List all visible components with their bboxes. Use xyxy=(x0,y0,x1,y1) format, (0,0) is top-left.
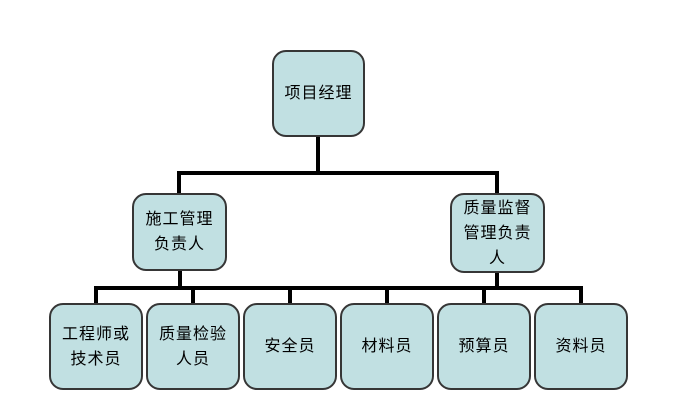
connector-level3-bus xyxy=(94,286,583,290)
connector-left-manager-stem xyxy=(178,268,182,290)
node-engineer-or-technician: 工程师或 技术员 xyxy=(49,303,143,390)
node-quality-supervision-leader: 质量监督 管理负责 人 xyxy=(450,193,545,273)
connector-drop-right-manager xyxy=(495,171,499,195)
connector-drop-left-manager xyxy=(177,171,181,195)
connector-drop-document-officer xyxy=(579,288,583,305)
connector-right-manager-stem xyxy=(495,270,499,290)
node-quality-inspection-staff: 质量检验 人员 xyxy=(146,303,240,390)
connector-drop-budget-officer xyxy=(482,288,486,305)
connector-drop-safety-officer xyxy=(288,288,292,305)
connector-drop-material-officer xyxy=(385,288,389,305)
connector-drop-quality-inspector xyxy=(191,288,195,305)
node-safety-officer: 安全员 xyxy=(243,303,337,390)
node-document-officer: 资料员 xyxy=(534,303,628,390)
node-material-officer: 材料员 xyxy=(340,303,434,390)
node-project-manager: 项目经理 xyxy=(272,50,365,137)
connector-level2-bus xyxy=(177,171,499,175)
connector-drop-engineer xyxy=(94,288,98,305)
connector-root-stem xyxy=(316,135,320,175)
node-construction-management-leader: 施工管理 负责人 xyxy=(132,193,227,271)
node-budget-officer: 预算员 xyxy=(437,303,531,390)
